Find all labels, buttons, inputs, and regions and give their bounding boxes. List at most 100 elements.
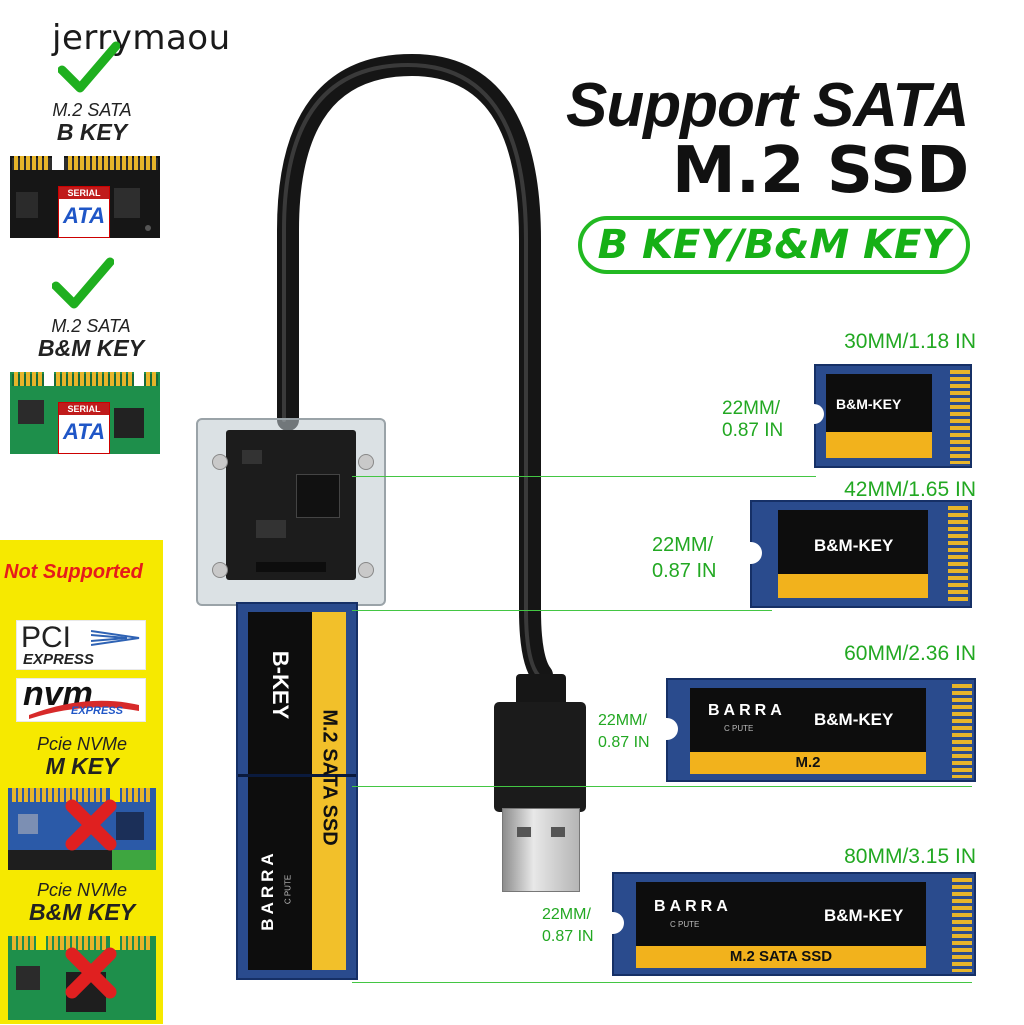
serial-ata-logo: SERIAL ATA (58, 186, 110, 238)
ssd-gold-label (312, 612, 346, 970)
width-label-60mm: 22MM/ 0.87 IN (598, 710, 668, 754)
serial-ata-logo-top: SERIAL (59, 187, 109, 199)
component (256, 520, 286, 538)
supported-line1: M.2 SATA (52, 100, 132, 120)
length-label-30mm: 30MM/1.18 IN (844, 330, 976, 353)
width-line1: 22MM/ (652, 534, 714, 556)
guide-line (352, 610, 772, 611)
width-label-42mm: 22MM/ 0.87 IN (652, 532, 742, 584)
ssd-30mm: B&M-KEY (814, 364, 972, 468)
ssd-brand-label: BARRA (708, 702, 786, 719)
controller-chip (296, 474, 340, 518)
ssd-cap-label: M.2 SATA SSD (729, 948, 833, 965)
ssd-black-label (690, 688, 926, 752)
ssd-brand-sub: C PUTE (670, 920, 700, 929)
usb-contact-hole (517, 827, 531, 837)
ssd-80mm: BARRA C PUTE B&M-KEY M.2 SATA SSD (612, 872, 976, 976)
width-line1: 22MM/ (542, 906, 591, 923)
not-supported-line1: Pcie NVMe (36, 734, 128, 754)
screw-icon (212, 454, 228, 470)
key-type-badge: B KEY/B&M KEY (578, 216, 970, 274)
width-line2: 0.87 IN (542, 928, 594, 945)
checkmark-icon (57, 40, 121, 101)
screw-icon (212, 562, 228, 578)
page-title-line2: M.2 SSD (672, 134, 970, 208)
red-x-icon (64, 798, 118, 857)
ssd-contacts (952, 684, 972, 778)
length-label-42mm: 42MM/1.65 IN (844, 478, 976, 501)
guide-line (352, 786, 972, 787)
serial-ata-logo-bottom: ATA (63, 419, 105, 444)
not-supported-label-m-key: Pcie NVMe M KEY (14, 734, 150, 780)
width-line1: 22MM/ (598, 712, 647, 729)
component (242, 450, 262, 464)
width-label-80mm: 22MM/ 0.87 IN (542, 904, 612, 948)
ssd-black-label (826, 374, 932, 432)
serial-ata-logo-top: SERIAL (59, 403, 109, 415)
ssd-gold-label (826, 432, 932, 458)
pci-logo-arrows-icon (91, 630, 140, 646)
ssd-gold-label (690, 752, 926, 774)
supported-line2: B KEY (56, 119, 128, 145)
nvme-logo-small: EXPRESS (71, 705, 123, 717)
ssd-key-label: B&M-KEY (814, 710, 894, 729)
ssd-brand-sub: C PUTE (283, 874, 293, 905)
supported-line2: B&M KEY (37, 335, 145, 361)
screw-notch (666, 718, 678, 740)
pci-express-logo: PCI EXPRESS (16, 620, 146, 670)
guide-line (352, 982, 972, 983)
usb-plug-housing (494, 702, 586, 812)
serial-ata-logo-bottom: ATA (63, 203, 105, 228)
length-label-60mm: 60MM/2.36 IN (844, 642, 976, 665)
not-supported-line1: Pcie NVMe (36, 880, 128, 900)
width-line1: 22MM/ (722, 398, 781, 419)
ssd-brand-label: BARRA (258, 849, 277, 931)
usb-a-connector (502, 808, 580, 892)
ssd-gold-label (636, 946, 926, 968)
not-supported-label-bm-key: Pcie NVMe B&M KEY (14, 880, 150, 926)
pcie-nvme-m-key-module (8, 784, 156, 877)
ssd-gold-label (778, 574, 928, 598)
screw-icon (358, 454, 374, 470)
nvme-express-logo: nvm EXPRESS (16, 675, 146, 722)
screw-icon (358, 562, 374, 578)
ssd-black-label (778, 510, 928, 574)
m2-slot (256, 562, 326, 572)
ssd-contacts (952, 878, 972, 972)
width-line2: 0.87 IN (722, 420, 784, 441)
ssd-type-label: M.2 SATA SSD (318, 709, 341, 846)
serial-ata-logo: SERIAL ATA (58, 402, 110, 454)
ssd-key-label: B&M-KEY (824, 906, 904, 925)
not-supported-heading: Not Supported (4, 561, 143, 583)
ssd-brand-sub: C PUTE (724, 724, 754, 733)
red-x-icon (64, 946, 118, 1005)
ssd-divider (238, 774, 356, 777)
usb-cable (277, 53, 553, 686)
width-line2: 0.87 IN (598, 734, 650, 751)
adapter-pcb (226, 430, 356, 580)
guide-line (352, 476, 816, 477)
length-label-80mm: 80MM/3.15 IN (844, 845, 976, 868)
nvme-logo-swoosh-icon (29, 700, 139, 719)
pci-logo-small: EXPRESS (23, 651, 94, 668)
screw-notch (750, 542, 762, 564)
supported-label-bm-key: M.2 SATA B&M KEY (26, 316, 156, 362)
ssd-key-label: B&M-KEY (836, 396, 902, 412)
ssd-key-label: B-KEY (268, 650, 293, 720)
adapter-enclosure (196, 418, 386, 606)
not-supported-line2: M KEY (45, 753, 119, 779)
ssd-contacts (948, 506, 968, 604)
watermark-text: jerrymaou (52, 18, 231, 58)
screw-notch (814, 404, 824, 424)
ssd-60mm: BARRA C PUTE B&M-KEY M.2 (666, 678, 976, 782)
inserted-ssd (236, 602, 358, 980)
ssd-cap-label: M.2 (795, 754, 821, 771)
ssd-42mm: B&M-KEY (750, 500, 972, 608)
ssd-contacts (950, 370, 970, 464)
ssd-key-label: B&M-KEY (814, 536, 894, 555)
width-label-30mm: 22MM/ 0.87 IN (722, 398, 810, 442)
page-title-line1: Support SATA (566, 71, 969, 140)
screw-notch (612, 912, 624, 934)
supported-label-b-key: M.2 SATA B KEY (32, 100, 152, 146)
ssd-black-label (636, 882, 926, 946)
